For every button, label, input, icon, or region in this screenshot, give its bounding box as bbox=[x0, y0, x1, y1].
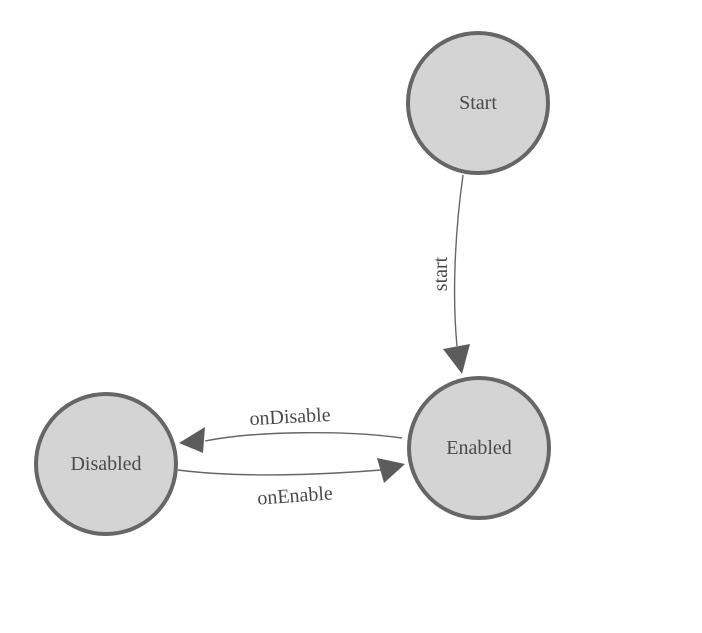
edge-start-line bbox=[453, 174, 464, 347]
edge-onenable-line bbox=[177, 469, 382, 476]
edge-start-to-enabled: start bbox=[430, 174, 470, 374]
edge-disabled-to-enabled: onEnable bbox=[177, 458, 405, 510]
edge-start-arrowhead-icon bbox=[443, 344, 470, 374]
node-start-label: Start bbox=[459, 92, 497, 114]
node-disabled-circle bbox=[34, 392, 178, 536]
edge-ondisable-arrowhead-icon bbox=[179, 427, 205, 453]
node-enabled-label: Enabled bbox=[446, 437, 512, 459]
edge-ondisable-line bbox=[204, 431, 403, 442]
edge-onenable-arrowhead-icon bbox=[377, 458, 405, 483]
edge-start-label: start bbox=[430, 256, 452, 291]
node-disabled: Disabled bbox=[34, 392, 178, 536]
node-enabled-circle bbox=[407, 376, 551, 520]
node-disabled-label: Disabled bbox=[70, 453, 141, 475]
node-start-circle bbox=[406, 31, 550, 175]
edge-ondisable-label: onDisable bbox=[249, 404, 331, 430]
node-start: Start bbox=[406, 31, 550, 175]
edge-enabled-to-disabled: onDisable bbox=[179, 404, 403, 453]
node-enabled: Enabled bbox=[407, 376, 551, 520]
edge-onenable-label: onEnable bbox=[257, 482, 334, 509]
